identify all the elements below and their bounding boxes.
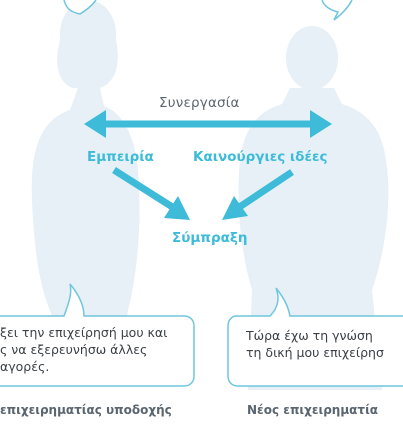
right-speech-text: Τώρα έχω τη γνώση τη δική μου επιχείρησ: [246, 328, 384, 360]
collaboration-label: Συνεργασία: [159, 95, 240, 111]
top-right-bubble: [321, 0, 353, 21]
left-speech-text: ξει την επιχείρησή μου και ς να εξερευνή…: [0, 325, 168, 374]
left-speech-bubble: [0, 283, 195, 387]
new-ideas-arrow: [222, 169, 294, 220]
left-person-caption: επιχειρηματίας υποδοχής: [0, 403, 172, 417]
synergy-label: Σύμπραξη: [172, 230, 248, 246]
top-left-bubble: [63, 0, 97, 15]
experience-arrow: [112, 167, 190, 220]
collaboration-arrow: [84, 110, 332, 138]
new-ideas-label: Καινούργιες ιδέες: [193, 149, 328, 165]
right-person-caption: Νέος επιχειρηματία: [247, 403, 378, 417]
right-speech-bubble: [227, 287, 403, 387]
experience-label: Εμπειρία: [87, 149, 154, 165]
